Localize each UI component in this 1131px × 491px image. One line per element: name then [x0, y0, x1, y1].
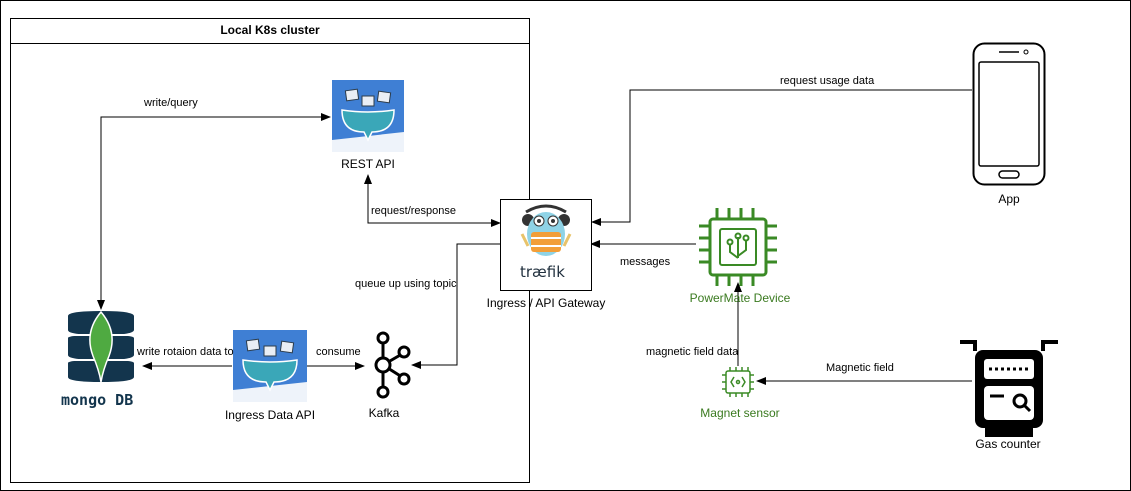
- label-magnetic-field-data: magnetic field data: [646, 346, 739, 358]
- label-request-response: request/response: [371, 205, 456, 217]
- label-kafka: Kafka: [368, 406, 400, 420]
- phone-icon: [972, 42, 1046, 186]
- label-ingress-gateway: Ingress / API Gateway: [486, 296, 606, 310]
- mongodb-logo-text: mongo DB: [61, 391, 134, 409]
- gas-counter-icon: [960, 340, 1058, 437]
- edge-request-usage: [591, 89, 972, 226]
- label-ingress-data-api: Ingress Data API: [224, 408, 316, 422]
- edge-write-query: [97, 113, 331, 310]
- magnet-sensor-icon: [722, 367, 754, 397]
- label-app: App: [998, 192, 1020, 206]
- traefik-gopher-icon: [520, 204, 572, 256]
- label-powermate: PowerMate Device: [689, 291, 791, 305]
- kafka-icon: [374, 331, 411, 399]
- label-request-usage: request usage data: [780, 75, 875, 87]
- edge-queue-up: [411, 243, 500, 369]
- label-write-rotation: write rotaion data to: [137, 346, 234, 358]
- edge-request-response: [364, 174, 501, 227]
- label-queue-up: queue up using topic: [355, 278, 457, 290]
- rest-api-icon: [332, 80, 404, 152]
- label-messages: messages: [620, 256, 671, 268]
- cluster-title: Local K8s cluster: [220, 23, 320, 37]
- label-consume: consume: [316, 346, 361, 358]
- traefik-logo-text: træfik: [520, 263, 565, 281]
- label-magnet-sensor: Magnet sensor: [700, 406, 780, 420]
- label-gas-counter: Gas counter: [975, 437, 1041, 451]
- mongodb-icon: [66, 310, 136, 383]
- label-magnetic-field: Magnetic field: [826, 362, 894, 374]
- powermate-chip-icon: [699, 208, 777, 286]
- label-rest-api: REST API: [341, 157, 395, 171]
- ingress-data-api-icon: [233, 330, 307, 402]
- label-write-query: write/query: [144, 97, 198, 109]
